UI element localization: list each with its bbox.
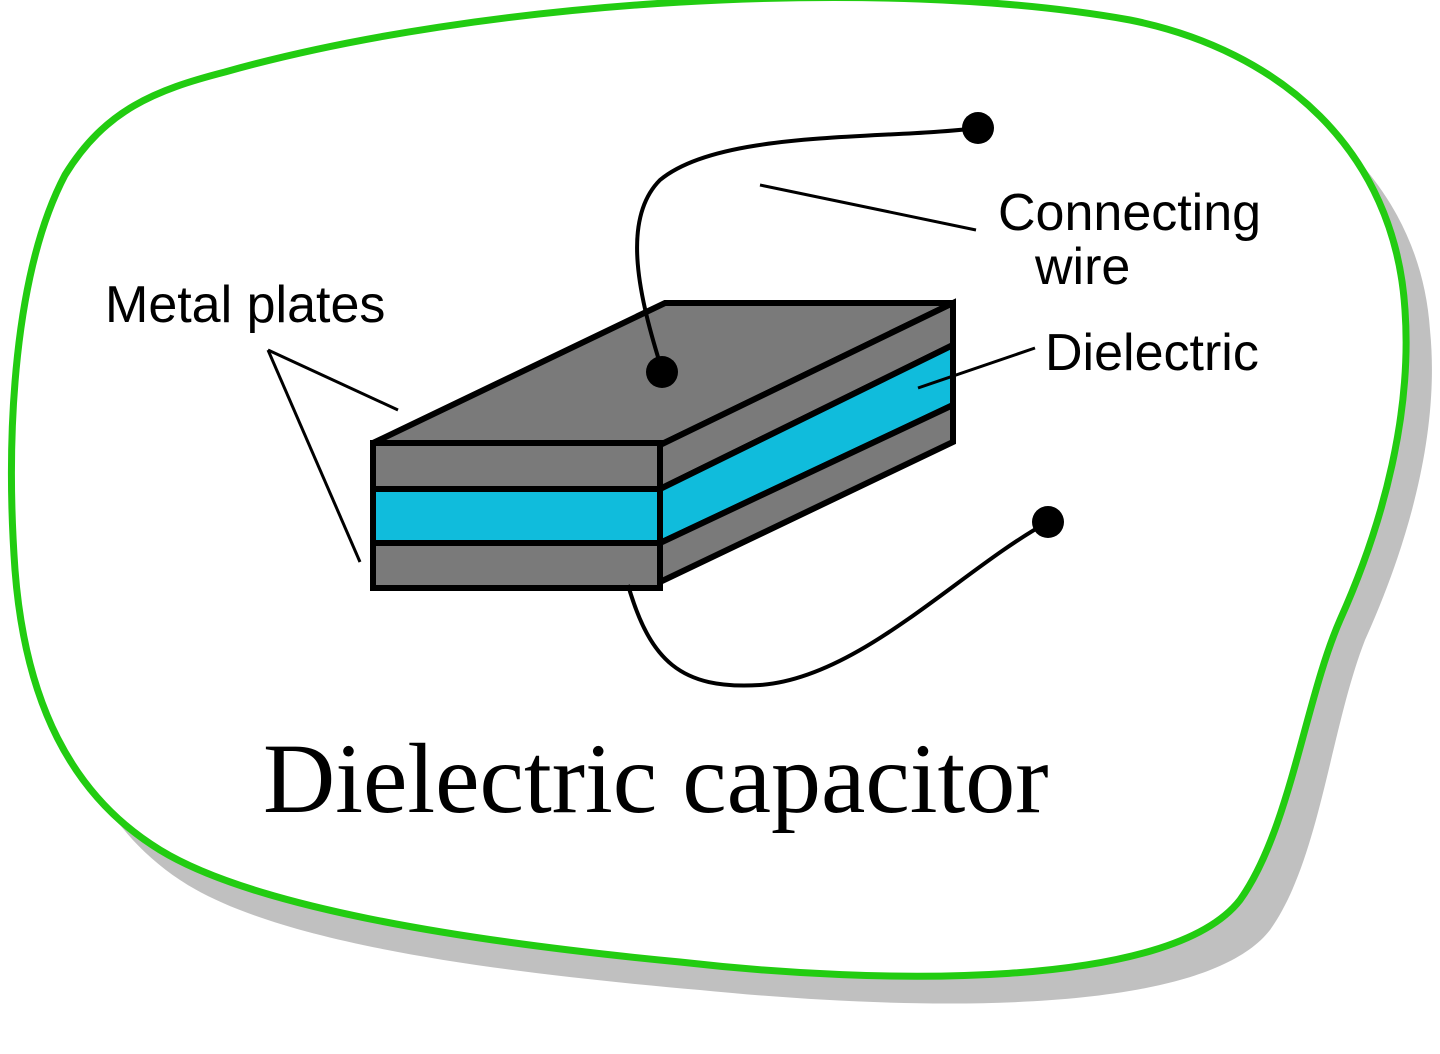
- bottom-connecting-wire: [626, 520, 1049, 688]
- metal-plates-label: Metal plates: [105, 276, 385, 334]
- diagram-title: Dielectric capacitor: [263, 723, 1049, 834]
- wires: [626, 126, 1049, 688]
- front-bottom-plate: [370, 540, 663, 591]
- top-connecting-wire: [635, 126, 979, 371]
- connecting-wire-label-line1: Connecting: [998, 184, 1261, 242]
- front-dielectric: [370, 486, 663, 546]
- dielectric-leader: [917, 346, 1036, 390]
- dielectric-label: Dielectric: [1045, 324, 1259, 382]
- bottom-wire-terminal-dot: [1032, 506, 1064, 538]
- connecting-wire-leader: [759, 183, 977, 232]
- metal-plates-leader-bottom: [266, 349, 362, 563]
- connecting-wire-label-line2: wire: [1034, 238, 1130, 296]
- side-bottom-plate: [657, 400, 956, 587]
- front-top-plate: [370, 440, 663, 492]
- leader-lines: [266, 183, 1036, 563]
- top-wire-terminal-dot: [962, 112, 994, 144]
- top-plate-contact-dot: [646, 356, 678, 388]
- metal-plates-leader-top: [267, 348, 399, 412]
